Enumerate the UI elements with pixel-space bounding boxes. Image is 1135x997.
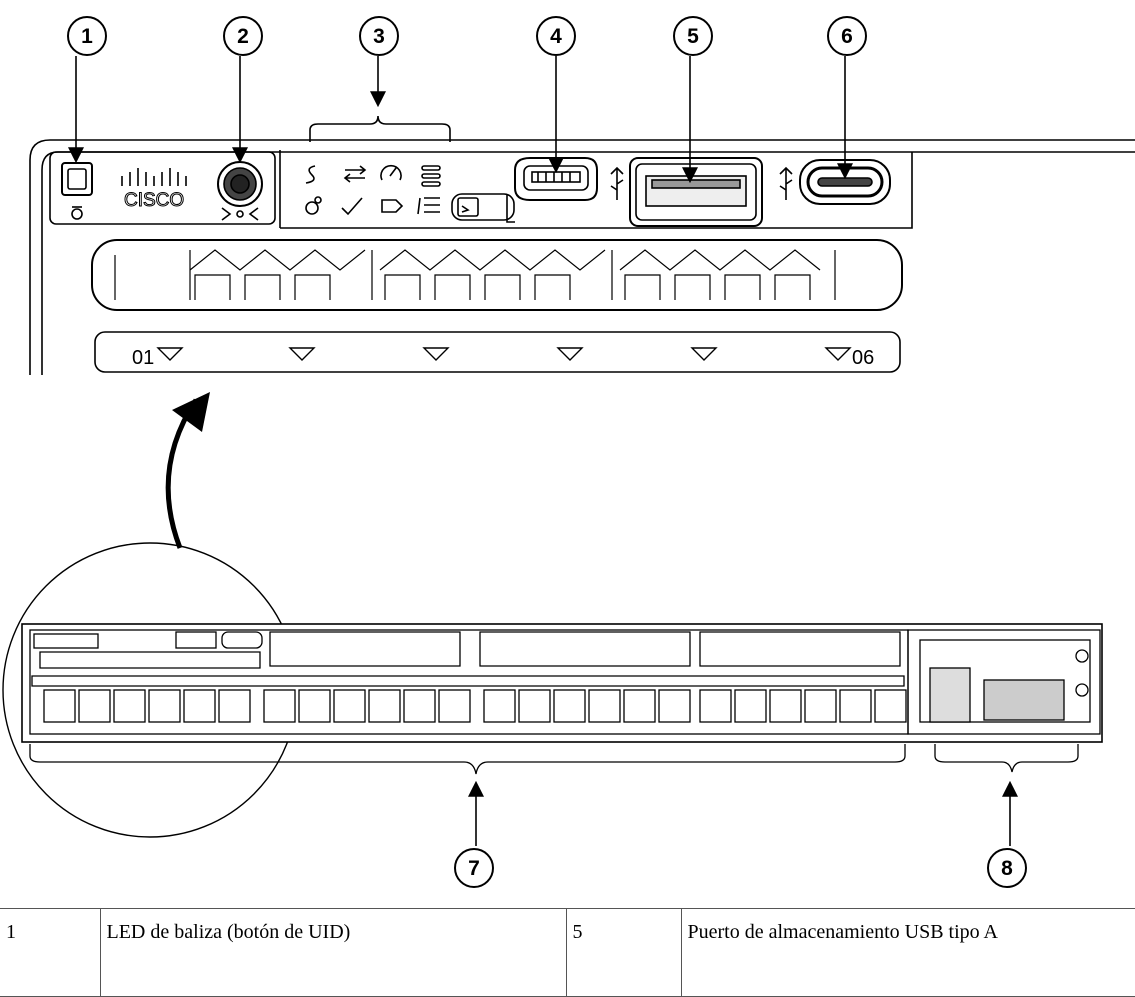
callout-3: 3 [373, 25, 385, 48]
status-led-icons [305, 164, 441, 216]
legend-row: 1 LED de baliza (botón de UID) 5 Puerto … [0, 908, 1135, 997]
callout-5: 5 [687, 25, 699, 48]
port-triangles [156, 347, 852, 361]
module-slot [919, 639, 1091, 723]
port-label-strip [94, 331, 901, 373]
port-label-start: 01 [132, 347, 154, 369]
callout-2: 2 [237, 25, 249, 48]
rj45-port-group-2 [263, 689, 471, 723]
sfp-module-cage [91, 239, 903, 311]
callout-7: 7 [468, 857, 480, 880]
ports-bracket [29, 744, 906, 775]
legend-table: 1 LED de baliza (botón de UID) 5 Puerto … [0, 908, 1135, 997]
callout-6: 6 [841, 25, 853, 48]
callout-circles-top [67, 16, 867, 56]
zoomed-detail-view [29, 139, 1135, 375]
console-port-label-box [451, 193, 515, 221]
rj45-port-group-1 [43, 689, 251, 723]
legend-desc-right: Puerto de almacenamiento USB tipo A [680, 908, 1135, 997]
usb-type-a-port [629, 157, 763, 227]
switch-front-panel-diagram: CISCO 01 06 1 2 3 4 5 6 [2, 16, 1135, 888]
cisco-logo-text: CISCO [124, 190, 184, 211]
callout-8: 8 [1001, 857, 1013, 880]
cisco-logo-bars [121, 168, 187, 186]
callout-leaders-bottom [468, 780, 1018, 846]
uid-led-icon [71, 208, 83, 220]
rj45-port-group-3 [483, 689, 691, 723]
sfp-cage-grille [114, 249, 836, 300]
callout-4: 4 [550, 25, 562, 48]
uid-button [61, 162, 93, 196]
legend-num-right: 5 [565, 908, 681, 997]
rj45-port-group-4 [699, 689, 907, 723]
legend-desc-left: LED de baliza (botón de UID) [99, 908, 566, 997]
mini-usb-console-port [514, 157, 598, 201]
port-label-end: 06 [852, 347, 874, 369]
callout-leaders [68, 56, 853, 184]
callout-circles-bottom [454, 848, 1027, 888]
full-switch-front [2, 542, 1103, 838]
callout-1: 1 [81, 25, 93, 48]
uid-button-panel [49, 151, 276, 225]
legend-num-left: 1 [0, 908, 100, 997]
module-bracket [934, 744, 1079, 773]
